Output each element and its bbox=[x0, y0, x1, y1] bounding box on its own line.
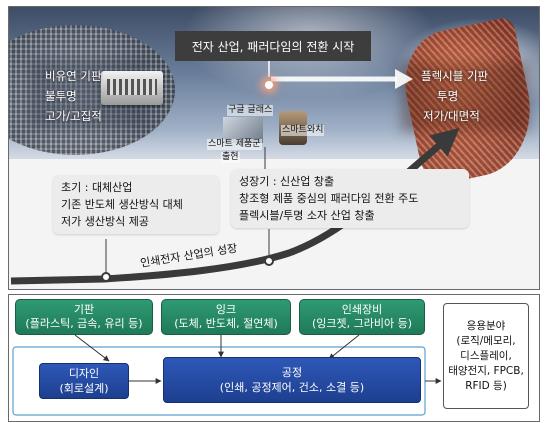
right-trait-1: 플렉시블 기판 bbox=[421, 69, 489, 83]
headline-text: 전자 산업, 패러다임의 전환 시작 bbox=[191, 39, 355, 54]
process-connectors bbox=[12, 334, 442, 416]
left-trait-3: 고가/고집적 bbox=[45, 109, 102, 123]
applications-box: 응용분야 (로직/메모리, 디스플레이, 태양전지, FPCB, RFID 등) bbox=[443, 303, 529, 409]
substrate-box: 기판 (플라스틱, 금속, 유리 등) bbox=[15, 299, 153, 335]
right-trait-2: 투명 bbox=[437, 89, 459, 103]
smartwatch-label: 스마트와치 bbox=[281, 125, 325, 136]
google-glass-image bbox=[223, 117, 263, 143]
design-title: 디자인 bbox=[68, 367, 100, 380]
applications-line-4: RFID 등) bbox=[465, 379, 507, 392]
substrate-detail: (플라스틱, 금속, 유리 등) bbox=[25, 317, 143, 330]
headline-box: 전자 산업, 패러다임의 전환 시작 bbox=[175, 31, 371, 61]
early-stage-box: 초기 : 대체산업 기존 반도체 생산방식 대체 저가 생산방식 제공 bbox=[53, 175, 219, 234]
growth-stage-marker bbox=[264, 256, 274, 266]
launch-label: 출현 bbox=[221, 152, 240, 163]
process-main-box: 공정 (인쇄, 공정제어, 건소, 소결 등) bbox=[163, 357, 421, 403]
applications-line-1: (로직/메모리, bbox=[456, 334, 516, 347]
process-panel: 기판 (플라스틱, 금속, 유리 등) 잉크 (도체, 반도체, 절연체) 인쇄… bbox=[8, 294, 540, 422]
transition-point bbox=[265, 81, 273, 89]
google-glass-label: 구글 글래스 bbox=[227, 105, 274, 116]
applications-title: 응용분야 bbox=[466, 319, 506, 332]
equipment-box: 인쇄장비 (잉크젯, 그라비아 등) bbox=[299, 299, 425, 335]
process-main-detail: (인쇄, 공정제어, 건소, 소결 등) bbox=[219, 381, 365, 394]
growth-stage-line-2: 플렉시블/투명 소자 산업 창출 bbox=[239, 209, 375, 222]
ink-detail: (도체, 반도체, 절연체) bbox=[174, 317, 278, 330]
chip-image bbox=[101, 71, 163, 105]
early-stage-line-2: 저가 생산방식 제공 bbox=[61, 215, 149, 228]
growth-stage-box: 성장기 : 신산업 창출 창조형 제품 중심의 패러다임 전환 주도 플렉시블/… bbox=[231, 169, 469, 228]
early-stage-title: 초기 : 대체산업 bbox=[61, 181, 133, 194]
early-stage-line-1: 기존 반도체 생산방식 대체 bbox=[61, 198, 183, 211]
shift-arrowhead bbox=[395, 69, 413, 89]
applications-line-3: 태양전지, FPCB, bbox=[448, 364, 524, 377]
substrate-title: 기판 bbox=[73, 303, 95, 316]
equipment-title: 인쇄장비 bbox=[341, 303, 383, 316]
substrate-arrow bbox=[74, 334, 110, 362]
design-box: 디자인 (회로설계) bbox=[39, 363, 129, 399]
equipment-detail: (잉크젯, 그라비아 등) bbox=[311, 317, 413, 330]
smart-products-label: 스마트 제품군 bbox=[207, 139, 262, 150]
early-stage-marker bbox=[101, 272, 111, 282]
right-trait-3: 저가/대면적 bbox=[423, 109, 480, 123]
left-trait-2: 불투명 bbox=[45, 89, 77, 103]
ink-title: 잉크 bbox=[215, 303, 237, 316]
left-trait-1: 비유연 기판 bbox=[45, 69, 102, 83]
right-shade bbox=[401, 62, 529, 132]
design-detail: (회로설계) bbox=[59, 382, 109, 395]
ink-box: 잉크 (도체, 반도체, 절연체) bbox=[161, 299, 291, 335]
growth-stage-title: 성장기 : 신산업 창출 bbox=[239, 175, 335, 188]
growth-stage-line-1: 창조형 제품 중심의 패러다임 전환 주도 bbox=[239, 192, 419, 205]
process-main-title: 공정 bbox=[281, 366, 303, 379]
equipment-arrow bbox=[328, 334, 360, 360]
paradigm-shift-panel: 전자 산업, 패러다임의 전환 시작 비유연 기판 불투명 고가/고집적 플렉시… bbox=[8, 6, 540, 290]
applications-line-2: 디스플레이, bbox=[460, 349, 512, 362]
